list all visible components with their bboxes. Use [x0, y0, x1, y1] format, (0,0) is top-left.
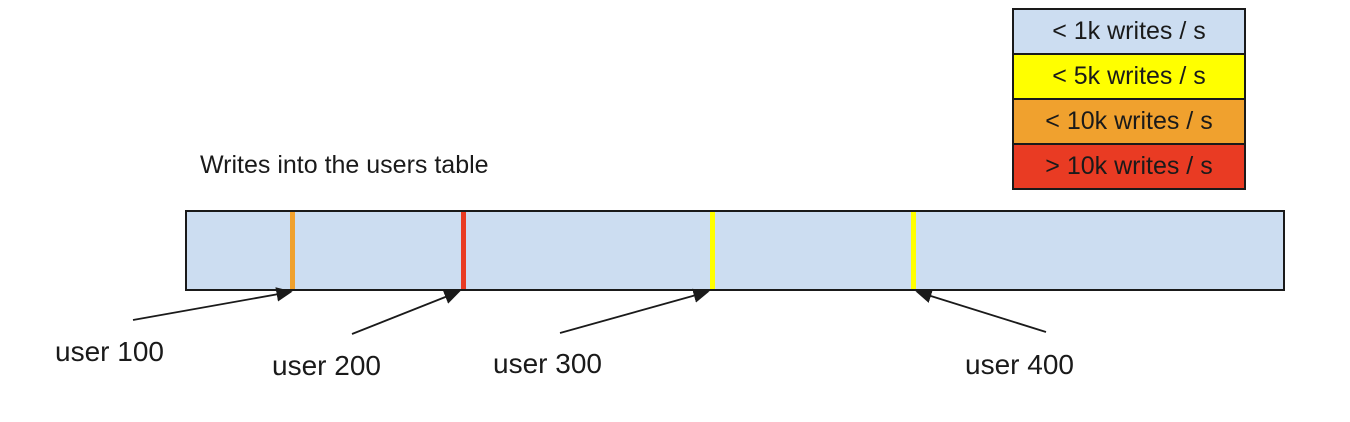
legend-item-lt-10k: < 10k writes / s [1012, 98, 1246, 145]
write-rate-legend: < 1k writes / s < 5k writes / s < 10k wr… [1012, 8, 1246, 190]
marker-user-300 [710, 212, 715, 289]
legend-item-lt-1k: < 1k writes / s [1012, 8, 1246, 55]
label-user-300: user 300 [493, 348, 602, 379]
diagram-title: Writes into the users table [200, 151, 489, 179]
label-user-400: user 400 [965, 349, 1074, 380]
marker-user-200 [461, 212, 466, 289]
arrow-user-200 [351, 290, 461, 335]
arrow-user-100 [132, 287, 293, 321]
label-user-200: user 200 [272, 350, 381, 381]
legend-item-gt-10k: > 10k writes / s [1012, 143, 1246, 190]
legend-item-lt-5k: < 5k writes / s [1012, 53, 1246, 100]
marker-user-400 [911, 212, 916, 289]
marker-user-100 [290, 212, 295, 289]
arrow-user-400 [915, 289, 1047, 333]
label-user-100: user 100 [55, 336, 164, 367]
users-table-bar [185, 210, 1285, 291]
arrow-user-300 [559, 288, 710, 334]
